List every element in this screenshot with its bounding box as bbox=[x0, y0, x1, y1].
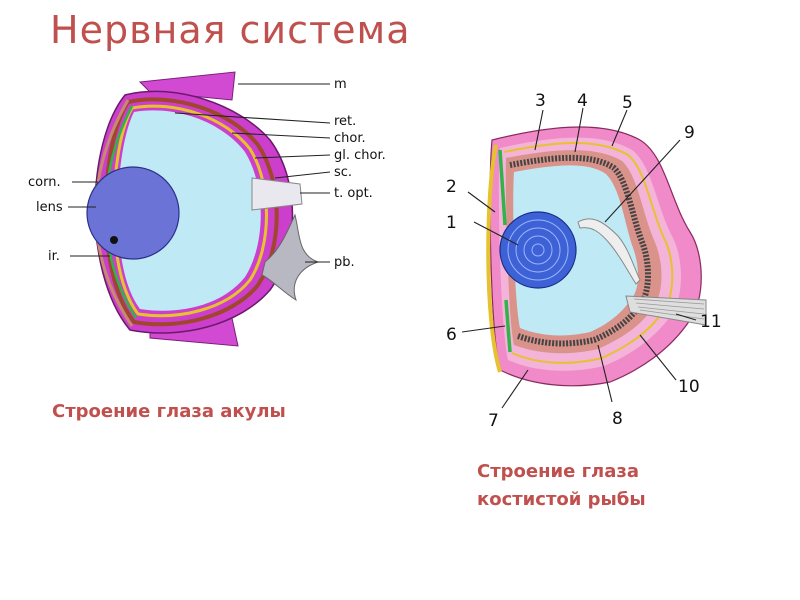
shark-vitreous bbox=[118, 110, 261, 311]
fish-retina-dark bbox=[509, 154, 651, 347]
fish-yellow-layer bbox=[503, 142, 674, 364]
shark-lens-spot bbox=[110, 236, 118, 244]
fish-label-11: 11 bbox=[700, 312, 722, 332]
fish-eye-caption-line1: Строение глаза bbox=[477, 461, 639, 482]
fish-label-5: 5 bbox=[622, 93, 633, 113]
fish-label-1: 1 bbox=[446, 213, 457, 233]
label-chor: chor. bbox=[334, 131, 366, 146]
label-t-opt: t. opt. bbox=[334, 186, 373, 201]
fish-lens-ring bbox=[523, 235, 553, 265]
fish-label-2: 2 bbox=[446, 177, 457, 197]
slide-title: Нервная система bbox=[50, 8, 411, 52]
label-gl-chor: gl. chor. bbox=[334, 148, 386, 163]
fish-lens-ring bbox=[531, 243, 545, 257]
fish-label-7: 7 bbox=[488, 411, 499, 431]
fish-lens-ring bbox=[515, 227, 561, 273]
label-sc: sc. bbox=[334, 165, 352, 180]
fish-iris-top bbox=[498, 149, 507, 226]
label-ir: ir. bbox=[48, 249, 60, 264]
fish-label-3: 3 bbox=[535, 91, 546, 111]
fish-lens-ring bbox=[507, 219, 569, 281]
fish-label-10: 10 bbox=[678, 377, 700, 397]
label-m: m bbox=[334, 77, 347, 92]
shark-optic-nerve bbox=[251, 177, 303, 211]
fish-optic-fibers bbox=[633, 298, 705, 320]
fish-label-6: 6 bbox=[446, 325, 457, 345]
fish-label-8: 8 bbox=[612, 409, 623, 429]
fish-label-9: 9 bbox=[684, 123, 695, 143]
fish-label-4: 4 bbox=[577, 91, 588, 111]
fish-cornea bbox=[486, 144, 502, 373]
fish-falciform bbox=[577, 218, 641, 285]
label-corn: corn. bbox=[28, 175, 61, 190]
shark-eye-caption: Строение глаза акулы bbox=[52, 401, 286, 422]
shark-eye-diagram: m ret. chor. gl. chor. sc. t. opt. pb. c… bbox=[28, 71, 386, 347]
fish-eye-caption-line2: костистой рыбы bbox=[477, 489, 646, 510]
label-lens: lens bbox=[36, 200, 63, 215]
shark-lens bbox=[86, 166, 180, 260]
fish-iris-bottom bbox=[504, 299, 512, 353]
fish-eye-caption: Строение глаза костистой рыбы bbox=[477, 458, 717, 514]
fish-lens bbox=[499, 211, 577, 289]
label-ret: ret. bbox=[334, 114, 356, 129]
label-pb: pb. bbox=[334, 255, 355, 270]
fish-optic-nerve bbox=[625, 295, 707, 326]
fish-eye-diagram: 1 2 3 4 5 6 7 8 9 10 11 bbox=[446, 91, 722, 431]
